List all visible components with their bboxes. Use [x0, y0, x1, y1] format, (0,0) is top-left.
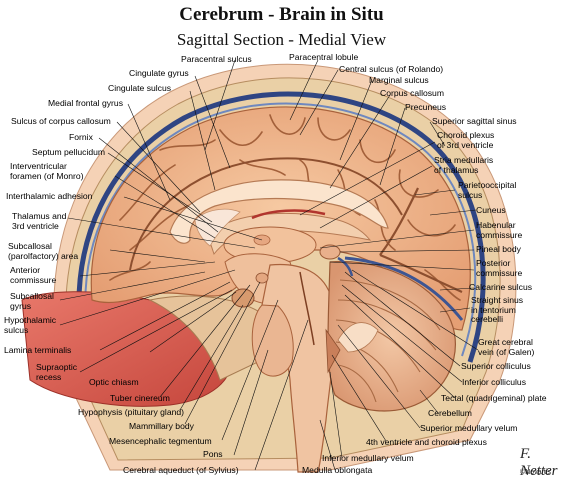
label-cuneus: Cuneus: [476, 205, 506, 215]
label-hypothalamic-line1: Hypothalamic: [4, 315, 57, 325]
artist-signature: F. Netter: [520, 446, 558, 479]
great-cerebral-vein: [337, 256, 354, 277]
label-paracentral-sulcus: Paracentral sulcus: [181, 54, 252, 64]
label-corpus-callosum: Corpus callosum: [380, 88, 444, 98]
label-great-cerebral-line2: vein (of Galen): [478, 346, 535, 357]
label-straight-sinus-line1: Straight sinus: [471, 295, 524, 305]
label-fourth-ventricle: 4th ventricle and choroid plexus: [366, 437, 487, 447]
label-tectal-plate: Tectal (quadrigeminal) plate: [441, 393, 547, 403]
label-inferior-colliculus: Inferior colliculus: [462, 377, 526, 387]
label-inferior-medullary-velum: Inferior medullary velum: [322, 453, 414, 463]
label-superior-sagittal-sinus: Superior sagittal sinus: [432, 116, 517, 126]
tentorium-cerebelli: [344, 256, 464, 321]
label-choroid-plexus-line2: of 3rd ventricle: [437, 139, 494, 150]
label-marginal-sulcus: Marginal sulcus: [369, 75, 429, 85]
cingulate-sulcus-line: [129, 157, 403, 271]
corpus-callosum-shape: [169, 179, 389, 244]
label-superior-colliculus: Superior colliculus: [461, 361, 531, 371]
diagram-title: Cerebrum - Brain in Situ: [179, 4, 384, 25]
label-stria-line2: of thalamus: [434, 164, 479, 175]
label-straight-sinus-line2: in tentorium: [471, 304, 516, 315]
label-thalamus-line1: Thalamus and: [12, 211, 67, 221]
label-choroid-plexus-line1: Choroid plexus: [437, 130, 495, 140]
dura-inner: [84, 102, 477, 357]
label-cingulate-sulcus: Cingulate sulcus: [108, 83, 172, 93]
fourth-ventricle-shape: [325, 328, 341, 374]
label-hypothalamic-line2: sulcus: [4, 324, 29, 335]
label-lamina-terminalis: Lamina terminalis: [4, 345, 72, 355]
arbor-vitae: [337, 322, 379, 353]
label-parietooccipital-line2: sulcus: [458, 189, 483, 200]
label-hypophysis: Hypophysis (pituitary gland): [78, 407, 185, 417]
label-calcarine-sulcus: Calcarine sulcus: [469, 282, 533, 292]
label-paracentral-lobule: Paracentral lobule: [289, 52, 359, 62]
label-habenular-line1: Habenular: [476, 220, 516, 230]
dura-sinus: [76, 91, 486, 363]
label-subcallosal-area: Subcallosal(parolfactory) area: [8, 241, 79, 261]
label-subcallosal-area-line2: (parolfactory) area: [8, 250, 79, 261]
label-medulla-oblongata: Medulla oblongata: [302, 465, 373, 475]
label-subcallosal-gyrus-line1: Subcallosal: [10, 291, 54, 301]
label-interthalamic-adhesion: Interthalamic adhesion: [6, 191, 93, 201]
label-cerebellum: Cerebellum: [428, 408, 472, 418]
publisher-credit: ©Novartis: [520, 469, 551, 476]
leader-lines: [59, 59, 479, 471]
label-anterior-commissure-line2: commissure: [10, 274, 57, 285]
cerebral-aqueduct-line: [299, 271, 315, 346]
label-pons: Pons: [203, 449, 223, 459]
label-anterior-commissure-line1: Anterior: [10, 265, 41, 275]
label-medial-frontal-gyrus: Medial frontal gyrus: [48, 98, 123, 108]
label-interventricular-line1: Interventricular: [10, 161, 67, 171]
label-posterior-commissure-line2: commissure: [476, 267, 523, 278]
label-fornix: Fornix: [69, 132, 93, 142]
label-pineal-body: Pineal body: [476, 244, 521, 254]
label-supraoptic-line1: Supraoptic: [36, 362, 78, 372]
parietooccipital-sulcus-line: [379, 187, 419, 256]
calcarine-sulcus-line: [379, 253, 463, 294]
label-mammillary-body: Mammillary body: [129, 421, 194, 431]
label-thalamus-line2: 3rd ventricle: [12, 220, 59, 231]
label-subcallosal-gyrus-line2: gyrus: [10, 300, 32, 311]
pons-shape: [251, 304, 294, 377]
diagram-subtitle: Sagittal Section - Medial View: [176, 30, 387, 49]
label-cerebral-aqueduct: Cerebral aqueduct (of Sylvius): [123, 465, 239, 475]
label-cingulate-gyrus: Cingulate gyrus: [129, 68, 189, 78]
label-precuneus: Precuneus: [405, 102, 447, 112]
label-optic-chiasm: Optic chiasm: [89, 377, 139, 387]
label-stria-line1: Stria medullaris: [434, 155, 494, 165]
label-habenular-line2: commissure: [476, 229, 523, 240]
label-sulcus-corpus-callosum: Sulcus of corpus callosum: [11, 116, 111, 126]
label-tuber-cinereum: Tuber cinereum: [110, 393, 170, 403]
label-central-sulcus: Central sulcus (of Rolando): [339, 64, 444, 74]
label-great-cerebral-line1: Great cerebral: [478, 337, 533, 347]
mammillary-body-shape: [255, 272, 269, 284]
hypophysis-shape: [231, 288, 255, 308]
label-septum-pellucidum: Septum pellucidum: [32, 147, 106, 157]
label-straight-sinus-line3: cerebelli: [471, 314, 504, 324]
choroid-plexus-shape: [251, 209, 326, 220]
label-interventricular-line2: foramen (of Monro): [10, 170, 84, 181]
label-posterior-commissure-line1: Posterior: [476, 258, 511, 268]
label-mesencephalic-tegmentum: Mesencephalic tegmentum: [109, 436, 212, 446]
label-superior-medullary-velum: Superior medullary velum: [420, 423, 518, 433]
label-supraoptic-line2: recess: [36, 371, 62, 382]
label-subcallosal-area-line1: Subcallosal: [8, 241, 52, 251]
label-parietooccipital-line1: Parietooccipital: [458, 180, 517, 190]
